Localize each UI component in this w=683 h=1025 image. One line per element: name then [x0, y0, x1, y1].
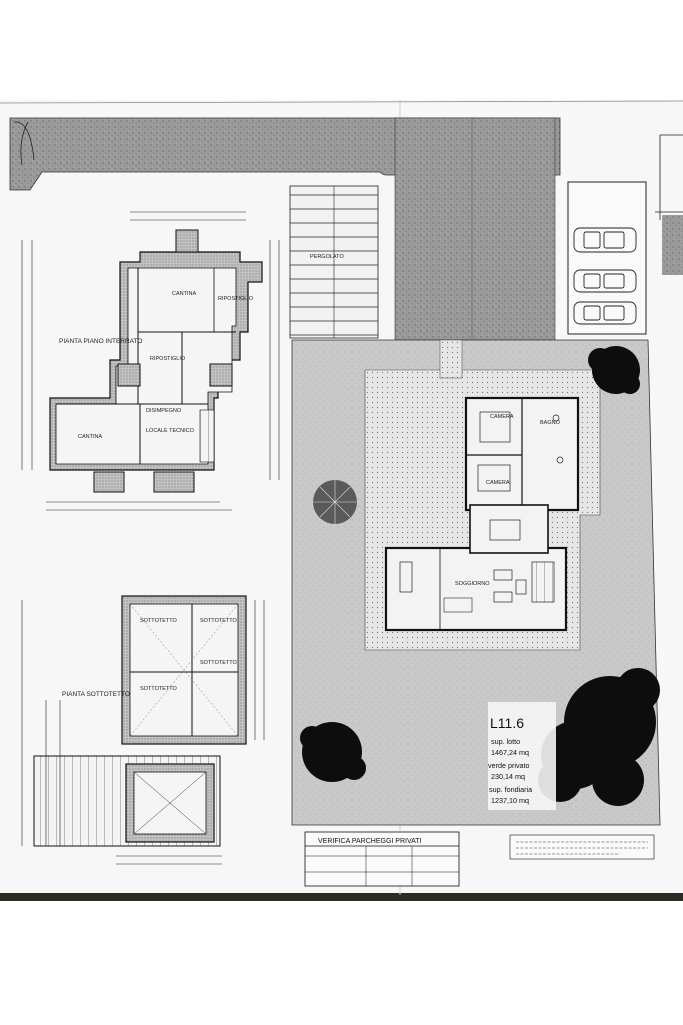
notes-box — [509, 834, 655, 860]
car-3 — [573, 301, 637, 325]
svg-text:LOCALE TECNICO: LOCALE TECNICO — [146, 428, 195, 434]
lot-verde-label: verde privato — [488, 761, 530, 770]
tree-top-right — [588, 346, 640, 394]
lot-fond-label: sup. fondiaria — [489, 785, 532, 794]
tree-bottom-right — [538, 668, 660, 806]
lot-verde-value: 230,14 mq — [491, 772, 525, 781]
attic-title: PIANTA SOTTOTETTO — [62, 691, 130, 698]
svg-text:RIPOSTIGLIO: RIPOSTIGLIO — [150, 356, 186, 362]
svg-text:RIPOSTIGLIO: RIPOSTIGLIO — [218, 296, 254, 302]
background-below — [0, 900, 683, 1025]
parking-table — [304, 831, 460, 887]
svg-text:CANTINA: CANTINA — [172, 291, 196, 297]
house-plan: CAMERA BAGNO CAMERA SOGGIORNO — [384, 396, 580, 632]
driveway-dark — [394, 117, 556, 341]
svg-text:CANTINA: CANTINA — [78, 434, 102, 440]
lot-info: L11.6 sup. lotto 1467,24 mq verde privat… — [488, 702, 556, 810]
car-2 — [573, 269, 637, 293]
svg-text:SOGGIORNO: SOGGIORNO — [455, 581, 490, 587]
lot-sup-label: sup. lotto — [491, 737, 520, 746]
lot-fond-value: 1237,10 mq — [491, 796, 529, 805]
basement-plan: CANTINA RIPOSTIGLIO RIPOSTIGLIO CANTINA … — [21, 211, 280, 511]
svg-text:SOTTOTETTO: SOTTOTETTO — [200, 660, 237, 666]
basement-title: PIANTA PIANO INTERRATO — [59, 338, 142, 345]
svg-text:CAMERA: CAMERA — [486, 480, 510, 486]
attic-plan: SOTTOTETTO SOTTOTETTO SOTTOTETTO SOTTOTE… — [21, 595, 265, 865]
parking-table-title: VERIFICA PARCHEGGI PRIVATI — [318, 838, 422, 845]
svg-text:CAMERA: CAMERA — [490, 414, 514, 420]
svg-text:BAGNO: BAGNO — [540, 420, 561, 426]
tree-left-mid — [313, 480, 357, 524]
svg-text:SOTTOTETTO: SOTTOTETTO — [140, 686, 177, 692]
svg-text:PERGOLATO: PERGOLATO — [310, 254, 344, 260]
svg-text:DISIMPEGNO: DISIMPEGNO — [146, 408, 182, 414]
lot-code: L11.6 — [490, 715, 524, 731]
garage — [567, 181, 647, 335]
svg-text:SOTTOTETTO: SOTTOTETTO — [140, 618, 177, 624]
lot-sup-value: 1467,24 mq — [491, 748, 529, 757]
car-1 — [573, 227, 637, 253]
tree-bottom-left — [300, 722, 366, 782]
svg-text:SOTTOTETTO: SOTTOTETTO — [200, 618, 237, 624]
